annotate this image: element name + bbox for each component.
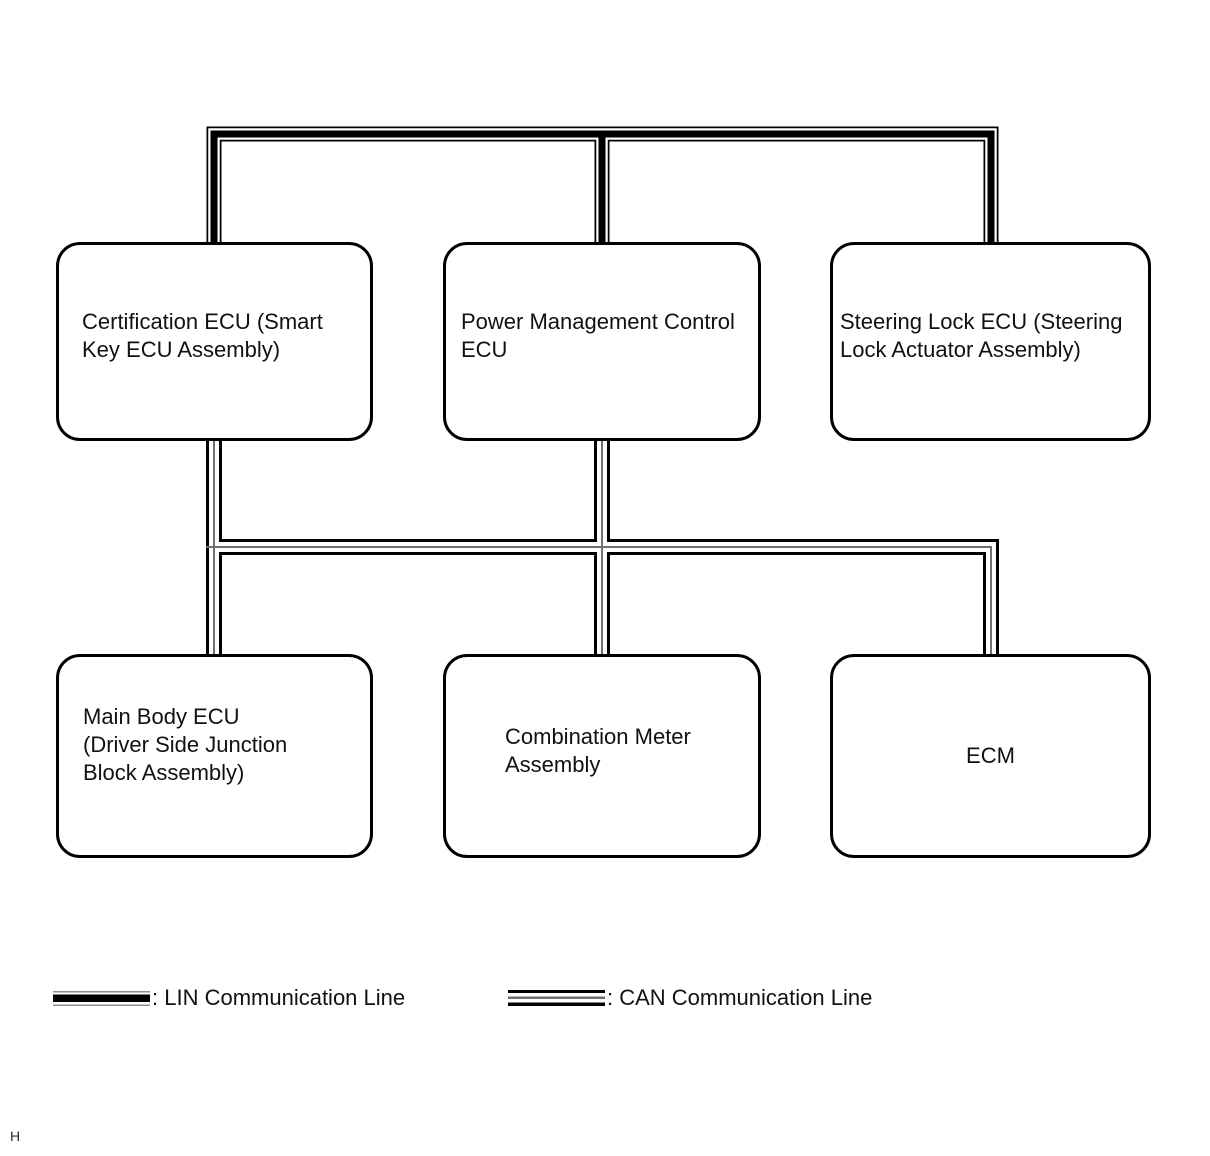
box-main-body-ecu-label: Main Body ECU (Driver Side Junction Bloc… (83, 704, 288, 785)
can-backbone-core (206, 546, 992, 662)
lin-line-swatch (53, 990, 150, 1006)
box-combination-meter-assembly-label: Combination Meter Assembly (505, 724, 691, 777)
box-steering-lock-ecu: Steering Lock ECU (Steering Lock Actuato… (830, 242, 1151, 441)
box-combination-meter-assembly: Combination Meter Assembly (443, 654, 761, 858)
legend-lin-label: : LIN Communication Line (152, 985, 406, 1010)
can-line-swatch (508, 990, 605, 1006)
box-ecm-label: ECM (966, 743, 1015, 768)
legend-can-label: : CAN Communication Line (607, 985, 873, 1010)
legend-lin: : LIN Communication Line (53, 985, 406, 1010)
legend-can: : CAN Communication Line (508, 985, 873, 1010)
box-certification-ecu: Certification ECU (Smart Key ECU Assembl… (56, 242, 373, 441)
box-power-management-control-ecu: Power Management Control ECU (443, 242, 761, 441)
box-steering-lock-ecu-label: Steering Lock ECU (Steering Lock Actuato… (840, 308, 1123, 362)
page-marker: H (10, 1128, 21, 1144)
box-main-body-ecu: Main Body ECU (Driver Side Junction Bloc… (56, 654, 373, 858)
box-ecm: ECM (830, 654, 1151, 858)
box-power-management-control-ecu-label: Power Management Control ECU (461, 308, 735, 362)
box-certification-ecu-label: Certification ECU (Smart Key ECU Assembl… (82, 308, 323, 362)
